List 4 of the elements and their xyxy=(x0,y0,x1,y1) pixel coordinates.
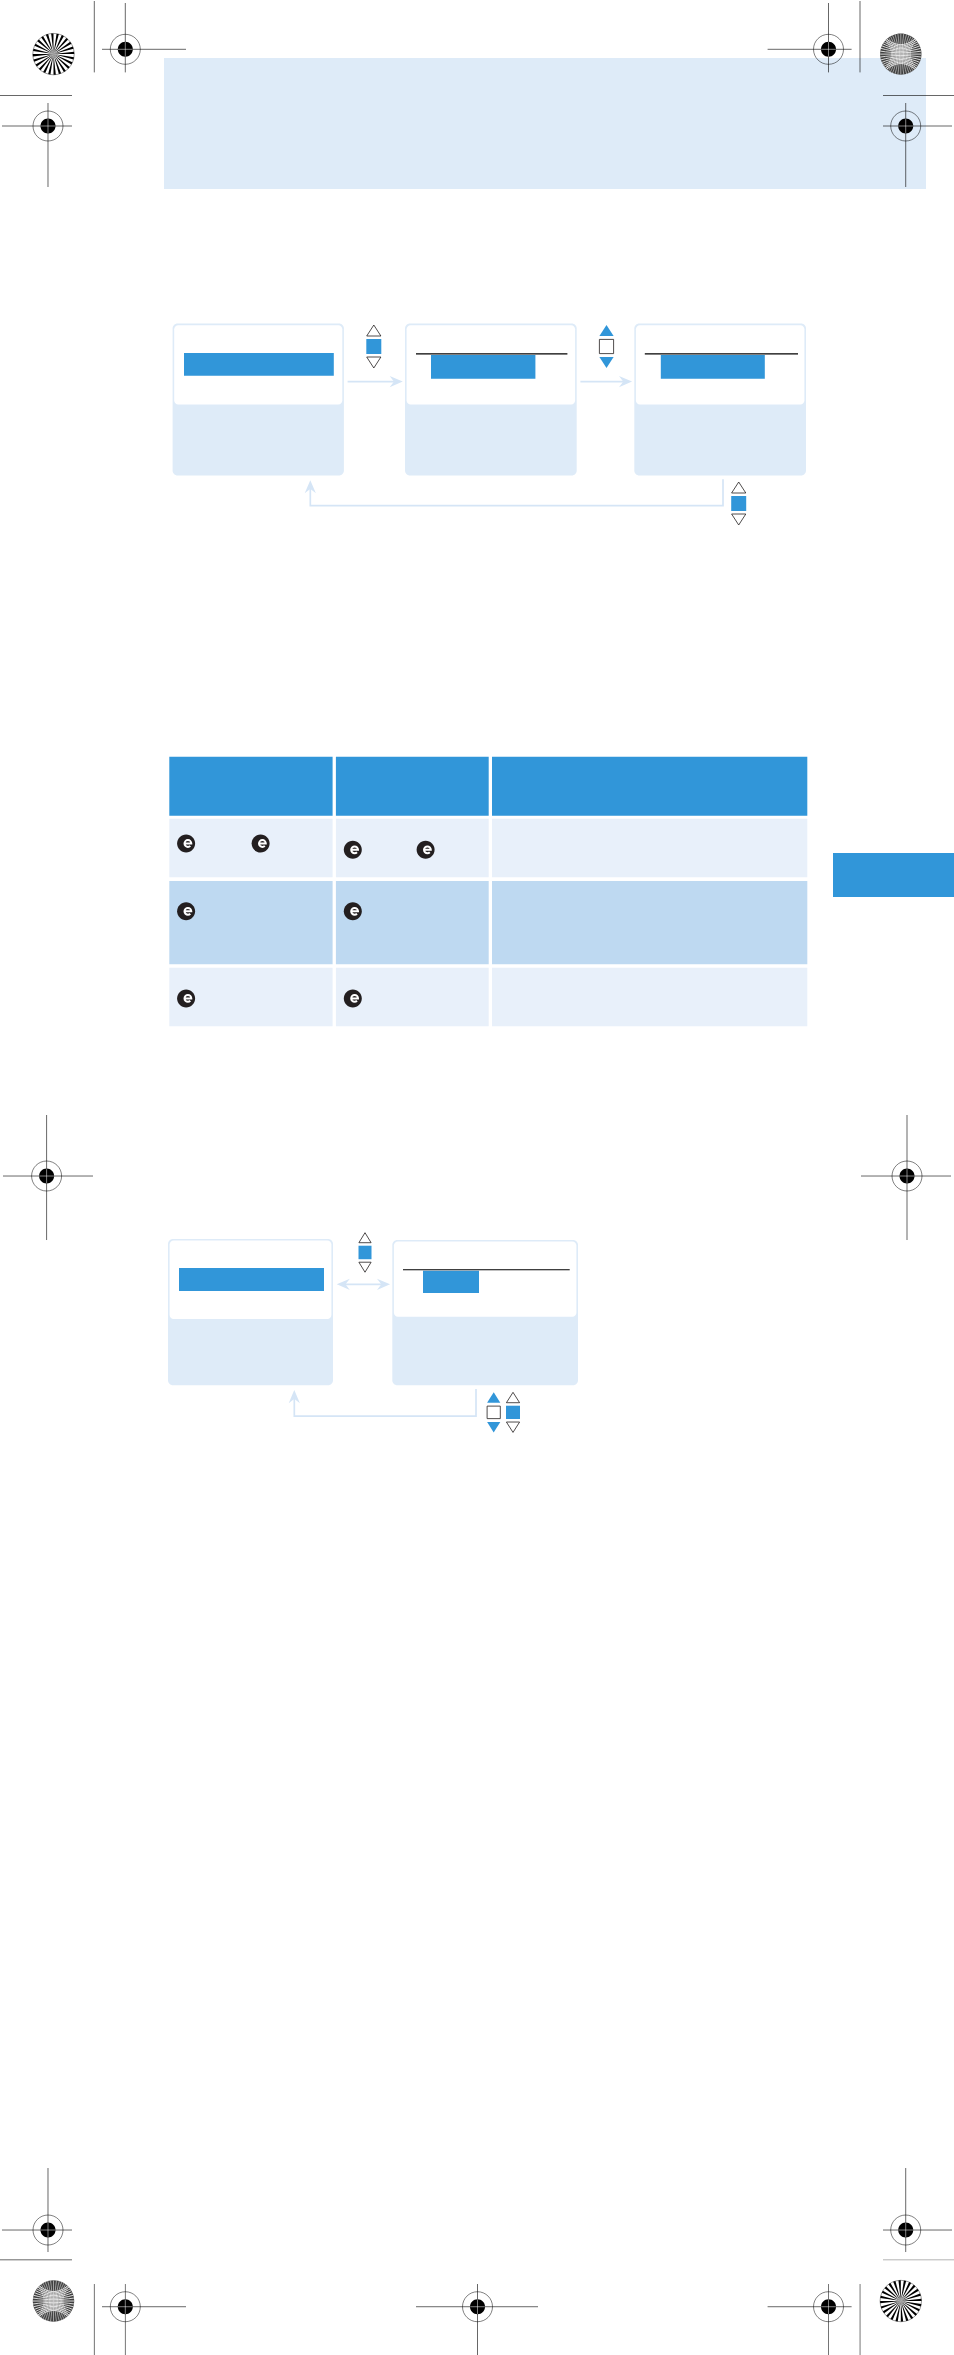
screen-box xyxy=(392,1240,578,1386)
arrow xyxy=(304,478,724,507)
arrow xyxy=(288,1388,477,1418)
side-tab xyxy=(833,853,954,897)
